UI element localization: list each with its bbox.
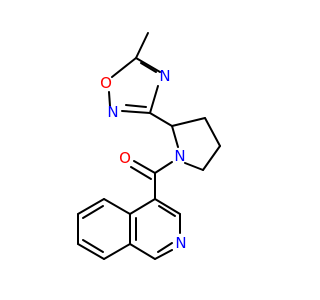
atom-label-o-carbonyl: O <box>119 149 131 167</box>
bond-n2-c3-double-inner <box>125 104 147 108</box>
bond-iq-c4-c3-inner <box>158 205 176 217</box>
bond-c3-n4 <box>149 85 159 114</box>
bond-iq-c4-c3 <box>154 198 181 215</box>
bond-iq-n2-c1-inner <box>157 242 173 253</box>
atom-label-n-pyrrolidine: N <box>174 147 185 165</box>
atom-label-n-oxadiazole-2: N <box>107 103 118 121</box>
bond-iq-c5-c6 <box>77 198 105 215</box>
bond-carbonyl-double-b <box>130 166 152 180</box>
bond-iq-c8-c8a <box>103 243 131 260</box>
bond-pyr-c5-n <box>184 162 204 171</box>
bond-iq-c7-c8 <box>77 243 105 260</box>
bond-c3-c2pyr <box>149 112 173 127</box>
bond-carbonyl-double-a <box>133 160 156 174</box>
atom-label-o-oxadiazole: O <box>100 74 112 92</box>
bond-iq-c1-c8a <box>129 243 156 260</box>
bond-pyr-c2-c3 <box>171 117 206 127</box>
bond-pyr-c4-c5 <box>202 145 221 171</box>
bond-pyr-c3-c4 <box>204 117 221 147</box>
bond-iq-c4a-c5 <box>103 198 131 215</box>
bond-iq-n2-c1 <box>154 249 173 260</box>
bond-iq-c4a-c4 <box>129 198 156 215</box>
molecule-structure-diagram: O N O N N N <box>77 32 221 260</box>
bond-c5-o1 <box>111 57 137 78</box>
bond-c5-n4-double <box>135 57 161 73</box>
bond-iq-c5-c6-inner <box>82 205 104 219</box>
bond-c5-n4-double-inner <box>140 62 157 73</box>
bond-o1-n2 <box>108 91 111 107</box>
bond-n2-c3-double <box>121 110 151 114</box>
atom-label-n-oxadiazole-4: N <box>159 67 170 85</box>
bond-n-carbonyl <box>154 161 173 174</box>
atom-label-group: O N O N N N <box>100 67 187 252</box>
bond-methyl <box>135 32 149 59</box>
atom-label-n-isoquinoline: N <box>175 234 186 252</box>
bond-group <box>77 32 221 260</box>
bond-pyr-n-c2 <box>171 125 179 148</box>
bond-iq-c7-c8-inner <box>82 239 104 253</box>
